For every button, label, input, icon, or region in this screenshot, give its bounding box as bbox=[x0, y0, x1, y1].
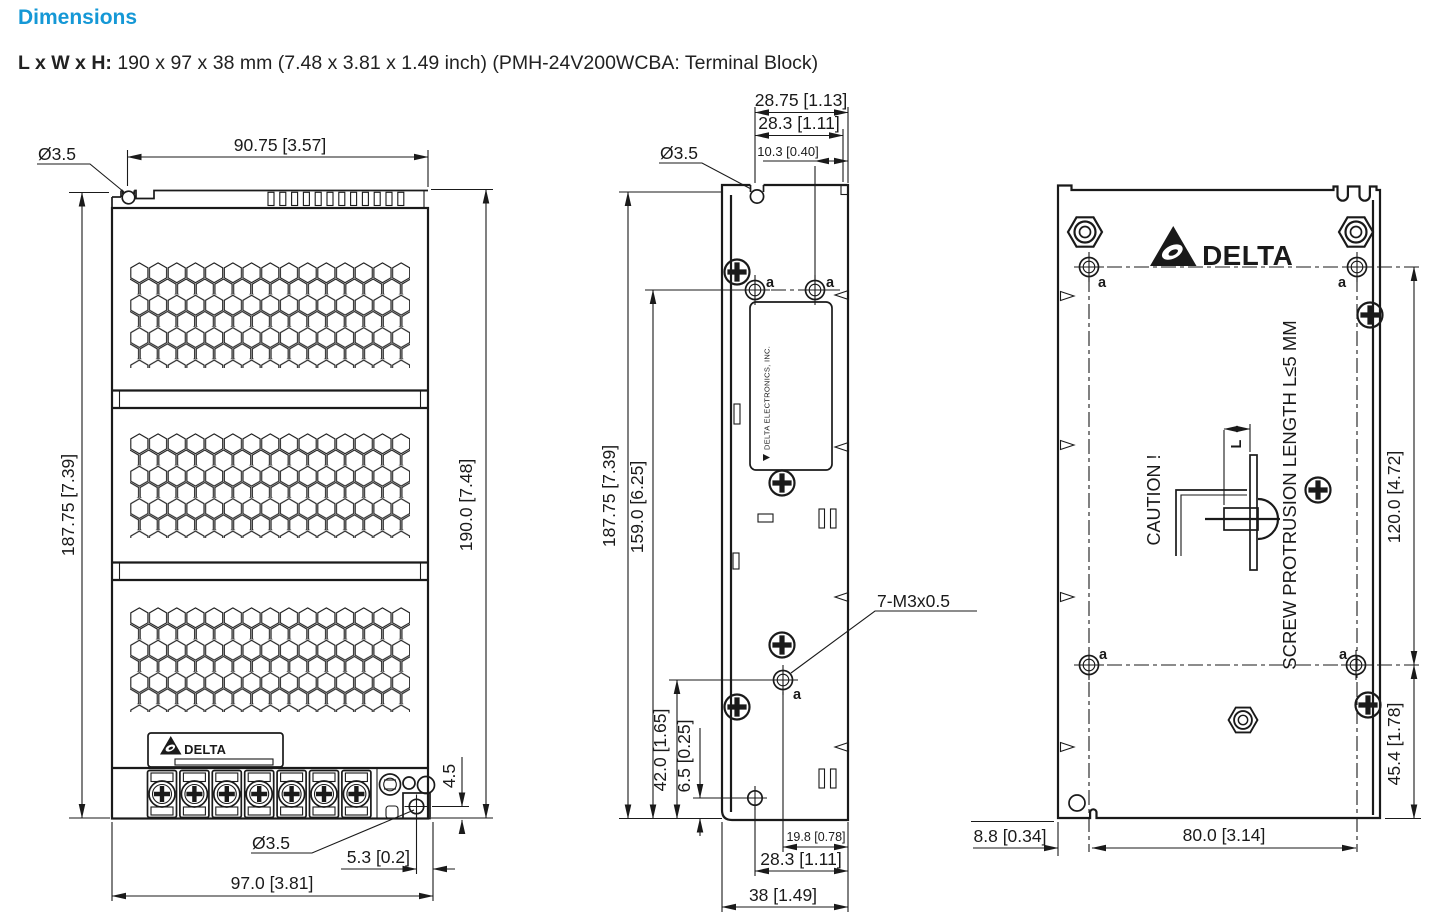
dim-width-bottom: 97.0 [3.81] bbox=[231, 873, 314, 893]
thread-spec: 7-M3x0.5 bbox=[877, 591, 950, 611]
indicator-hole bbox=[402, 776, 416, 790]
size-line: L x W x H: 190 x 97 x 38 mm (7.48 x 3.81… bbox=[18, 52, 818, 75]
size-value: 190 x 97 x 38 mm (7.48 x 3.81 x 1.49 inc… bbox=[117, 52, 819, 74]
hole-label-a: a bbox=[1339, 647, 1348, 663]
dim-edge-offset: 8.8 [0.34] bbox=[974, 826, 1047, 846]
potentiometer bbox=[378, 773, 402, 796]
size-label: L x W x H: bbox=[18, 52, 112, 74]
hex-vent-panel-top bbox=[130, 262, 410, 368]
divider-band-2 bbox=[112, 561, 428, 582]
dim-height-holes: 159.0 [6.25] bbox=[627, 461, 647, 553]
dim-height-low-hole: 6.5 [0.25] bbox=[674, 720, 694, 793]
divider-band-1 bbox=[112, 389, 428, 410]
dim-offset-hole: 28.3 [1.11] bbox=[760, 849, 841, 869]
screw-protrusion-illustration: L bbox=[1175, 424, 1280, 571]
dim-holes-span-h: 80.0 [3.14] bbox=[1183, 825, 1266, 845]
hole-label-a: a bbox=[1098, 275, 1107, 291]
hole-label-a: a bbox=[1338, 275, 1347, 291]
side-label-plate bbox=[749, 301, 833, 471]
front-view: 90.75 [3.57] Ø3.5 187.75 [7.39] 190.0 [7… bbox=[37, 135, 493, 901]
hole-label-a: a bbox=[1099, 647, 1108, 663]
side-view: a a DELTA ELECTRONICS, INC. a bbox=[599, 90, 977, 912]
dim-hole-offset: 5.3 [0.2] bbox=[347, 847, 410, 867]
terminal-block bbox=[112, 766, 436, 820]
hole-label-a: a bbox=[826, 275, 835, 291]
dim-depth-bottom: 38 [1.49] bbox=[749, 885, 817, 905]
side-plate-text-group: DELTA ELECTRONICS, INC. bbox=[763, 346, 772, 461]
caution-label: CAUTION ! bbox=[1144, 454, 1164, 545]
keyhole-slot-side bbox=[749, 189, 765, 204]
keyhole-slot-front bbox=[121, 190, 136, 205]
page-title: Dimensions bbox=[18, 6, 138, 29]
vent-comb-slots bbox=[267, 191, 405, 207]
dim-holes-span-v: 120.0 [4.72] bbox=[1384, 451, 1404, 543]
front-view-dimensions: 90.75 [3.57] Ø3.5 187.75 [7.39] 190.0 [7… bbox=[37, 135, 493, 901]
dim-height-mid-hole: 42.0 [1.65] bbox=[650, 709, 670, 792]
dim-hole-edge-offset: 10.3 [0.40] bbox=[757, 144, 818, 159]
back-view: a a a a L bbox=[971, 184, 1421, 856]
dim-width-top: 90.75 [3.57] bbox=[234, 135, 326, 155]
dim-foot-height: 4.5 bbox=[439, 764, 459, 788]
dim-hole-bottom: Ø3.5 bbox=[252, 833, 290, 853]
hex-vent-panel-bottom bbox=[130, 607, 410, 712]
dim-height-overall: 187.75 [7.39] bbox=[599, 445, 619, 547]
back-view-dimensions: 120.0 [4.72] 45.4 [1.78] 8.8 [0.34] 80.0… bbox=[971, 266, 1421, 856]
hex-vent-panel-middle bbox=[130, 433, 410, 538]
dim-depth-overall: 28.75 [1.13] bbox=[755, 90, 847, 110]
protrusion-l-label: L bbox=[1229, 439, 1245, 448]
dim-depth-holes: 28.3 [1.11] bbox=[758, 113, 839, 133]
dim-offset-small: 19.8 [0.78] bbox=[786, 830, 845, 844]
plate-label: DELTA ELECTRONICS, INC. bbox=[763, 346, 772, 450]
dim-hole-top-side: Ø3.5 bbox=[660, 143, 698, 163]
protrusion-note: SCREW PROTRUSION LENGTH L≤5 MM bbox=[1279, 320, 1300, 669]
dim-lower-span-v: 45.4 [1.78] bbox=[1384, 703, 1404, 786]
dim-hole-top: Ø3.5 bbox=[38, 144, 76, 164]
side-view-dimensions: 28.75 [1.13] 28.3 [1.11] 10.3 [0.40] Ø3.… bbox=[599, 90, 977, 912]
hole-label-a: a bbox=[793, 687, 802, 703]
hole-label-a: a bbox=[766, 275, 775, 291]
dim-height-right: 190.0 [7.48] bbox=[456, 459, 476, 551]
dim-height-left: 187.75 [7.39] bbox=[58, 454, 78, 556]
